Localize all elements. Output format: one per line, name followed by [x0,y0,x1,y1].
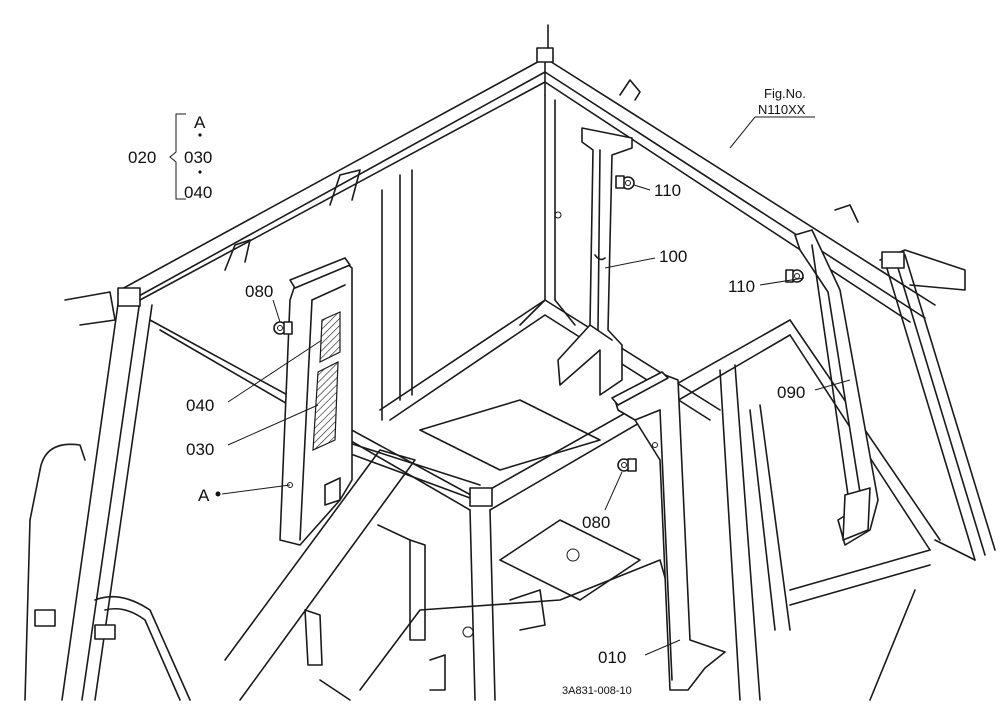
group-child-030-label: 030 [184,148,212,167]
callout-010: 010 [598,648,626,667]
callout-030: 030 [186,440,214,459]
rear-center-trim-100 [557,127,633,396]
trim-label-040-hatch [319,311,341,363]
group-child-a-label: A [194,113,206,132]
callout-110-top: 110 [654,181,681,200]
drawing-code: 3A831-008-10 [562,685,632,697]
fastener-080-mid [617,458,637,472]
right-rear-trim-090 [794,229,879,546]
leader-lines [215,116,851,656]
trim-label-030-hatch [312,361,339,451]
callout-040: 040 [186,396,214,415]
floor-structure [224,399,681,701]
group-parent-label: 020 [128,148,156,167]
fastener-110-top [615,175,635,190]
left-pillar-trim-a [279,257,353,546]
callout-080-left: 080 [245,282,273,301]
callout-a: A [198,486,210,505]
callout-080-mid: 080 [582,513,610,532]
fig-no-value: N110XX [758,102,806,117]
callout-100: 100 [659,247,687,266]
left-front-pillar [24,287,191,701]
fig-no-label: Fig.No. [764,86,806,101]
right-rear-pillar [719,251,996,701]
callout-090: 090 [777,383,805,402]
group-bracket-020 [169,113,202,200]
callout-110-right: 110 [728,277,755,296]
group-child-040-label: 040 [184,183,212,202]
front-right-trim-010 [611,371,726,691]
frame-crossbeams [149,94,941,551]
fastener-080-left [273,321,293,335]
